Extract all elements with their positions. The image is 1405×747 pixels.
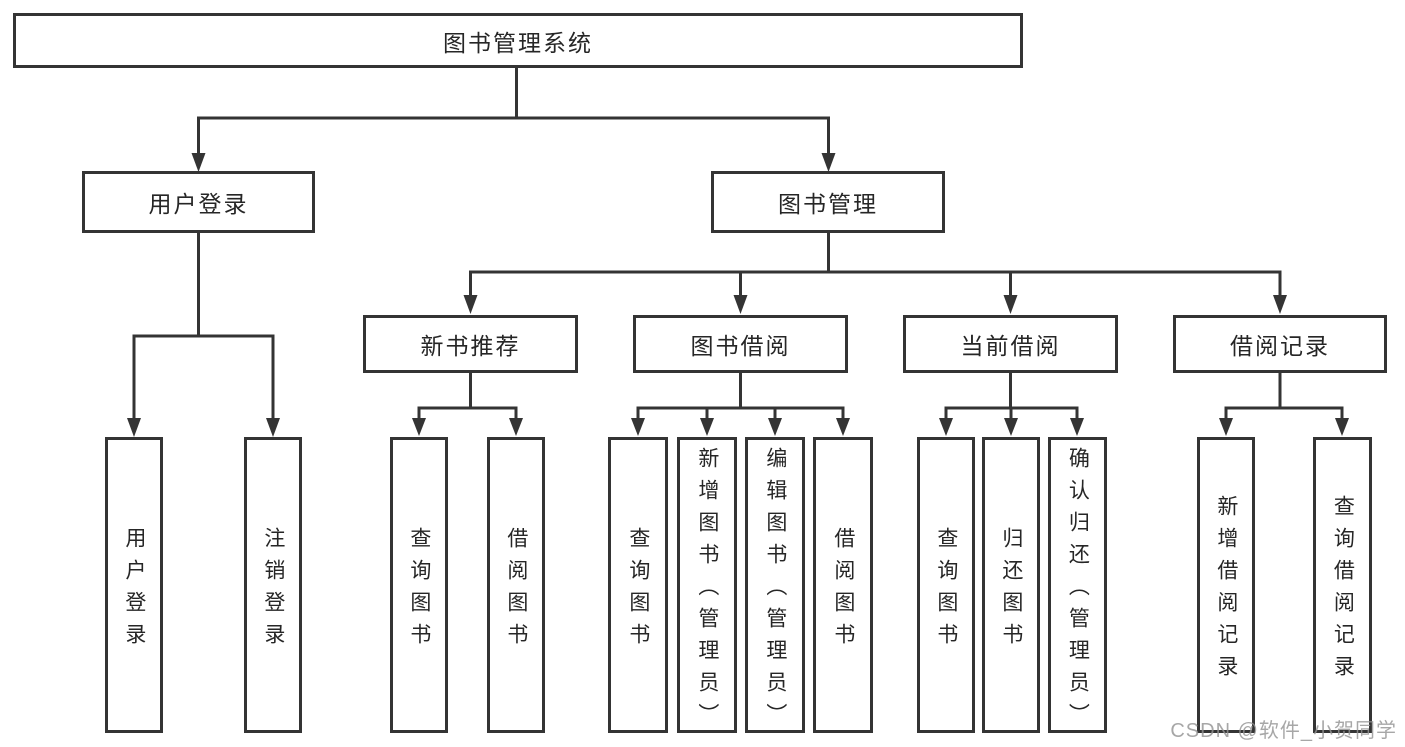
leaf-recommend-query-books-label: 查询图书: [407, 526, 431, 655]
node-book-borrowing: 图书借阅: [633, 315, 848, 373]
leaf-current-query-books-label: 查询图书: [934, 526, 958, 655]
leaf-borrow-query-books-label: 查询图书: [626, 526, 650, 655]
leaf-logout: 注销登录: [244, 437, 302, 733]
leaf-record-add-record-label: 新增借阅记录: [1214, 494, 1238, 687]
leaf-current-confirm-return-admin: 确认归还（管理员）: [1048, 437, 1107, 735]
leaf-recommend-borrow-books-label: 借阅图书: [504, 526, 528, 655]
leaf-logout-label: 注销登录: [261, 526, 285, 655]
leaf-record-query-record-label: 查询借阅记录: [1331, 494, 1355, 687]
leaf-record-add-record: 新增借阅记录: [1197, 437, 1255, 733]
node-library-management-system: 图书管理系统: [13, 13, 1023, 68]
leaf-user-login: 用户登录: [105, 437, 163, 733]
leaf-user-login-label: 用户登录: [122, 526, 146, 655]
leaf-current-return-books-label: 归还图书: [999, 526, 1023, 655]
node-user-login: 用户登录: [82, 171, 315, 233]
leaf-borrow-edit-books-admin-label: 编辑图书（管理员）: [763, 446, 787, 735]
leaf-current-query-books: 查询图书: [917, 437, 975, 733]
leaf-borrow-add-books-admin: 新增图书（管理员）: [677, 437, 737, 735]
node-new-book-recommendation: 新书推荐: [363, 315, 578, 373]
leaf-recommend-borrow-books: 借阅图书: [487, 437, 545, 733]
leaf-borrow-query-books: 查询图书: [608, 437, 668, 733]
leaf-current-confirm-return-admin-label: 确认归还（管理员）: [1066, 446, 1090, 735]
leaf-borrow-borrow-books-label: 借阅图书: [831, 526, 855, 655]
node-current-borrowing: 当前借阅: [903, 315, 1118, 373]
node-borrowing-records: 借阅记录: [1173, 315, 1387, 373]
leaf-borrow-borrow-books: 借阅图书: [813, 437, 873, 733]
leaf-borrow-edit-books-admin: 编辑图书（管理员）: [745, 437, 805, 735]
leaf-record-query-record: 查询借阅记录: [1313, 437, 1372, 733]
leaf-current-return-books: 归还图书: [982, 437, 1040, 733]
node-book-management: 图书管理: [711, 171, 945, 233]
leaf-borrow-add-books-admin-label: 新增图书（管理员）: [695, 446, 719, 735]
leaf-recommend-query-books: 查询图书: [390, 437, 448, 733]
